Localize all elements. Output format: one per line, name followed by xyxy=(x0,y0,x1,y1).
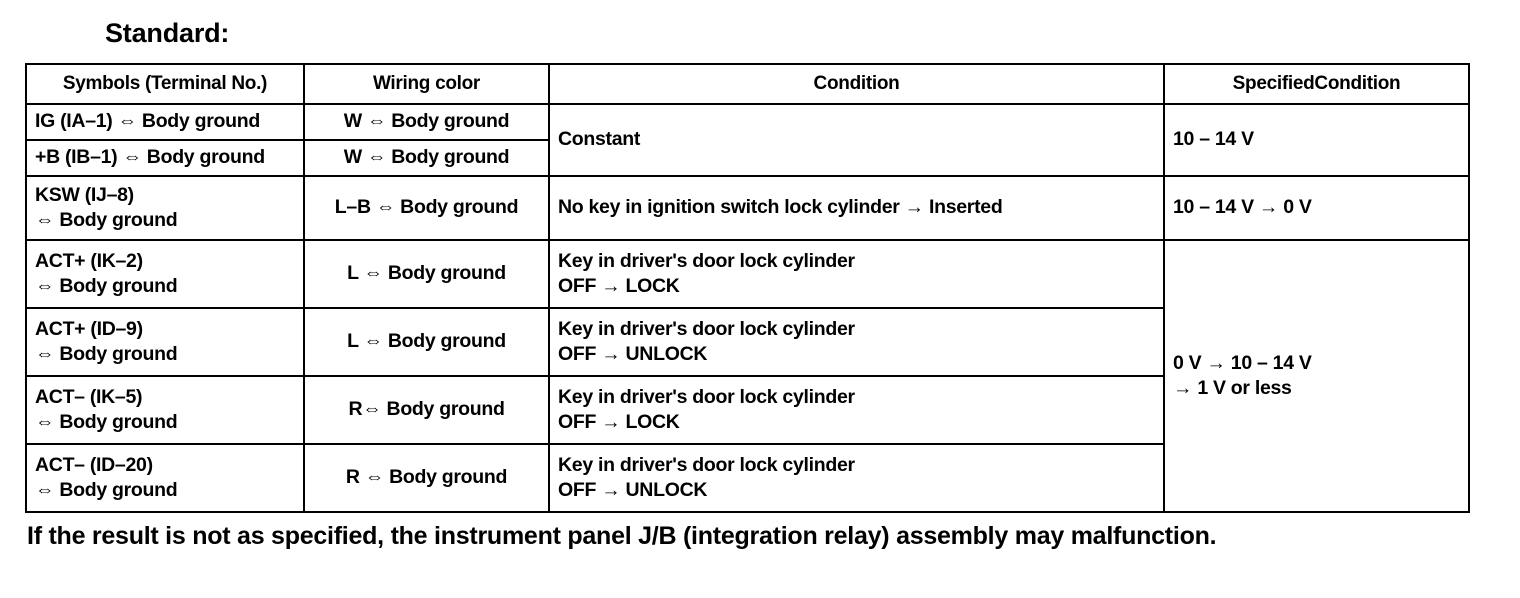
cell-specified-line2: → 1 V or less xyxy=(1173,377,1292,399)
table-row: ACT+ (ID–9) ⇔ Body ground L ⇔ Body groun… xyxy=(25,307,1469,377)
column-header-condition: Condition xyxy=(548,63,1165,105)
cell-symbol: IG (IA–1) ⇔ Body ground xyxy=(25,103,305,141)
cell-condition-line1: Key in driver's door lock cylinder xyxy=(558,249,855,272)
cell-condition-line1: Key in driver's door lock cylinder xyxy=(558,317,855,340)
cell-symbol: +B (IB–1) ⇔ Body ground xyxy=(25,139,305,177)
table-row: +B (IB–1) ⇔ Body ground W ⇔ Body ground xyxy=(25,139,1469,177)
cell-condition-line2: OFF → UNLOCK xyxy=(558,343,708,365)
cell-condition: Constant xyxy=(548,103,1165,177)
column-header-wiring-color: Wiring color xyxy=(303,63,550,105)
column-header-specified-condition: SpecifiedCondition xyxy=(1163,63,1470,105)
table-header: Symbols (Terminal No.) Wiring color Cond… xyxy=(25,63,1470,105)
cell-wiring-color: R ⇔ Body ground xyxy=(303,443,550,513)
cell-symbol-line2: ⇔ Body ground xyxy=(35,275,178,297)
footer-note: If the result is not as specified, the i… xyxy=(27,522,1217,550)
cell-condition-line1: Key in driver's door lock cylinder xyxy=(558,385,855,408)
column-header-symbols: Symbols (Terminal No.) xyxy=(25,63,305,105)
cell-wiring-color: L ⇔ Body ground xyxy=(303,239,550,309)
cell-condition: Key in driver's door lock cylinder OFF →… xyxy=(548,443,1165,513)
cell-wiring-color: L ⇔ Body ground xyxy=(303,307,550,377)
cell-symbol: ACT+ (ID–9) ⇔ Body ground xyxy=(25,307,305,377)
cell-symbol: ACT– (ID–20) ⇔ Body ground xyxy=(25,443,305,513)
cell-condition: Key in driver's door lock cylinder OFF →… xyxy=(548,239,1165,309)
cell-symbol-line1: KSW (IJ–8) xyxy=(35,183,134,206)
cell-condition: Key in driver's door lock cylinder OFF →… xyxy=(548,375,1165,445)
page-title: Standard: xyxy=(105,18,230,48)
cell-symbol-line1: ACT+ (ID–9) xyxy=(35,317,143,340)
cell-symbol-line2: ⇔ Body ground xyxy=(35,209,178,231)
table-row: ACT– (IK–5) ⇔ Body ground R⇔ Body ground… xyxy=(25,375,1469,445)
cell-symbol: KSW (IJ–8) ⇔ Body ground xyxy=(25,175,305,241)
cell-condition: No key in ignition switch lock cylinder … xyxy=(548,175,1165,241)
cell-symbol: ACT+ (IK–2) ⇔ Body ground xyxy=(25,239,305,309)
cell-symbol-line2: ⇔ Body ground xyxy=(35,479,178,501)
cell-condition: Key in driver's door lock cylinder OFF →… xyxy=(548,307,1165,377)
cell-specified-line1: 0 V → 10 – 14 V xyxy=(1173,351,1312,374)
table-row: KSW (IJ–8) ⇔ Body ground L–B ⇔ Body grou… xyxy=(25,175,1470,241)
cell-specified-condition: 0 V → 10 – 14 V → 1 V or less xyxy=(1163,239,1470,513)
cell-symbol: ACT– (IK–5) ⇔ Body ground xyxy=(25,375,305,445)
standard-inspection-table: Symbols (Terminal No.) Wiring color Cond… xyxy=(25,63,1470,513)
cell-wiring-color: L–B ⇔ Body ground xyxy=(303,175,550,241)
cell-wiring-color: R⇔ Body ground xyxy=(303,375,550,445)
table-row: ACT+ (IK–2) ⇔ Body ground L ⇔ Body groun… xyxy=(25,239,1470,513)
cell-wiring-color: W ⇔ Body ground xyxy=(303,103,550,141)
cell-symbol-line2: ⇔ Body ground xyxy=(35,411,178,433)
cell-symbol-line2: ⇔ Body ground xyxy=(35,343,178,365)
cell-condition-line2: OFF → LOCK xyxy=(558,275,680,297)
table-body: IG (IA–1) ⇔ Body ground W ⇔ Body ground … xyxy=(25,103,1470,513)
table-row: ACT– (ID–20) ⇔ Body ground R ⇔ Body grou… xyxy=(25,443,1469,513)
cell-symbol-line1: ACT+ (IK–2) xyxy=(35,249,143,272)
cell-condition-line2: OFF → UNLOCK xyxy=(558,479,708,501)
table-row: IG (IA–1) ⇔ Body ground W ⇔ Body ground … xyxy=(25,103,1470,177)
cell-symbol-line1: ACT– (ID–20) xyxy=(35,453,153,476)
cell-specified-condition: 10 – 14 V → 0 V xyxy=(1163,175,1470,241)
cell-wiring-color: W ⇔ Body ground xyxy=(303,139,550,177)
table-header-row: Symbols (Terminal No.) Wiring color Cond… xyxy=(25,63,1470,105)
cell-condition-line1: Key in driver's door lock cylinder xyxy=(558,453,855,476)
cell-symbol-line1: ACT– (IK–5) xyxy=(35,385,143,408)
cell-specified-condition: 10 – 14 V xyxy=(1163,103,1470,177)
cell-condition-line2: OFF → LOCK xyxy=(558,411,680,433)
